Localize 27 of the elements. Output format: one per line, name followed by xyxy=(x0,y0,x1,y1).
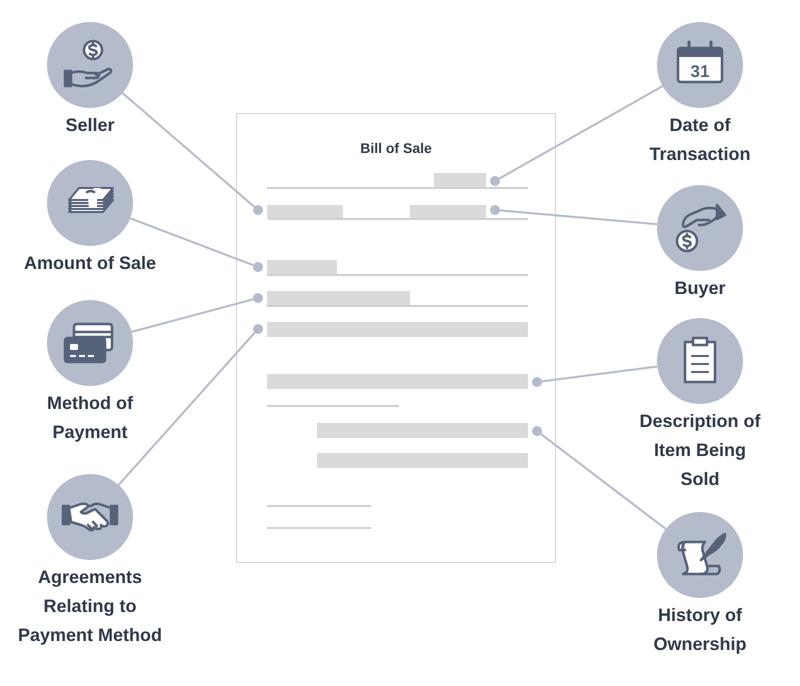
node-label: Seller xyxy=(65,114,115,137)
connector-dot xyxy=(253,293,263,303)
node-label: Buyer xyxy=(674,277,726,300)
document-title: Bill of Sale xyxy=(360,140,432,156)
date-number: 31 xyxy=(690,62,710,81)
connector-dot xyxy=(532,426,542,436)
leader-line xyxy=(500,209,658,226)
node-label: Date of Transaction xyxy=(648,114,752,166)
document-page xyxy=(236,113,556,563)
node-label: Amount of Sale xyxy=(24,252,156,275)
node-label: History of Ownership xyxy=(652,604,748,656)
leader-line xyxy=(122,92,255,208)
leader-line xyxy=(130,217,254,266)
leader-line xyxy=(131,298,254,333)
connector-dot xyxy=(253,205,263,215)
node-label: Description of Item Being Sold xyxy=(638,410,762,491)
leader-line xyxy=(498,85,664,180)
leader-line xyxy=(542,366,658,382)
leader-line xyxy=(118,332,256,486)
connector-dot xyxy=(490,205,500,215)
node-label: Agreements Relating to Payment Method xyxy=(16,566,164,647)
leader-line xyxy=(540,433,666,530)
connector-dot xyxy=(532,377,542,387)
connector-dot xyxy=(253,262,263,272)
connector-dot xyxy=(253,324,263,334)
connector-dot xyxy=(490,176,500,186)
node-label: Method of Payment xyxy=(46,392,134,444)
